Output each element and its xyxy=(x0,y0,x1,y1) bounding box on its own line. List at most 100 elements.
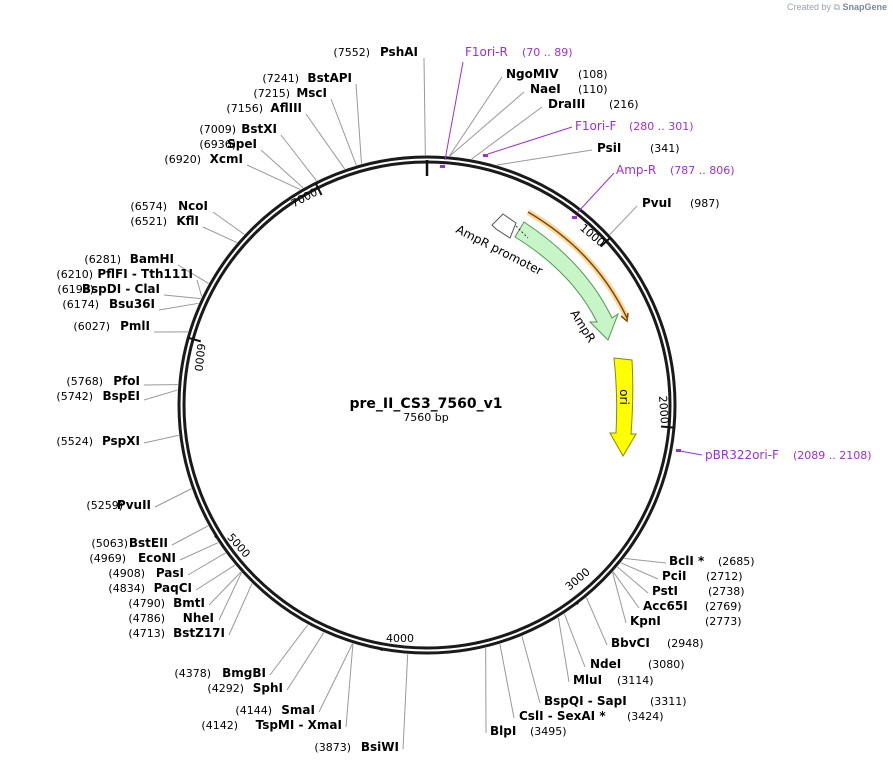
enzyme-pspxi[interactable]: PspXI xyxy=(102,434,140,448)
enzyme-leader-psii xyxy=(496,149,593,166)
enzyme-leader-pcii xyxy=(620,562,659,580)
enzyme-pos-spei: (6936) xyxy=(199,138,236,151)
enzyme-leader-draiii xyxy=(471,106,543,160)
enzyme-leader-tspmi-xmai xyxy=(345,643,354,728)
enzyme-bstapi[interactable]: BstAPI xyxy=(307,71,352,85)
enzyme-pshai[interactable]: PshAI xyxy=(380,45,418,59)
enzyme-leader-mlui xyxy=(557,617,570,683)
enzyme-pflfi-tth111i[interactable]: PflFI - Tth111I xyxy=(97,267,193,281)
enzyme-kfli[interactable]: KflI xyxy=(176,214,199,228)
enzyme-bmgbi[interactable]: BmgBI xyxy=(222,666,266,680)
enzyme-pos-bamhi: (6281) xyxy=(84,253,121,266)
snapgene-logo-icon: ⧉ xyxy=(833,2,840,12)
enzyme-nhei[interactable]: NheI xyxy=(183,611,214,625)
enzyme-bsu36i[interactable]: Bsu36I xyxy=(109,297,155,311)
primer-site-pbr322ori-f xyxy=(676,449,681,452)
credit: Created by ⧉ SnapGene xyxy=(787,2,887,13)
tick-6000 xyxy=(187,336,202,343)
enzyme-pos-bstxi: (7009) xyxy=(199,123,236,136)
enzyme-pos-paqci: (4834) xyxy=(108,582,145,595)
enzyme-sphi[interactable]: SphI xyxy=(253,681,283,695)
enzyme-pos-afliii: (7156) xyxy=(226,102,263,115)
enzyme-pos-pfoi: (5768) xyxy=(66,375,103,388)
enzyme-bamhi[interactable]: BamHI xyxy=(130,252,174,266)
enzyme-acc65i[interactable]: Acc65I xyxy=(643,599,688,613)
enzyme-pos-pshai: (7552) xyxy=(333,46,370,59)
enzyme-leader-bsiwi xyxy=(402,654,409,750)
enzyme-ngomiv[interactable]: NgoMIV xyxy=(506,67,559,81)
enzyme-pvui[interactable]: PvuI xyxy=(642,196,672,210)
primer-name-pbr322ori-f[interactable]: pBR322ori-F xyxy=(705,448,779,462)
primer-amp-r-arrow xyxy=(527,211,629,323)
enzyme-leader-bstapi xyxy=(355,83,362,164)
enzyme-leader-bspdi-clai xyxy=(163,294,201,300)
enzyme-leader-nhei xyxy=(218,572,242,621)
enzyme-pos-pasi: (4908) xyxy=(108,567,145,580)
enzyme-kpni[interactable]: KpnI xyxy=(630,614,661,628)
enzyme-pvuii[interactable]: PvuII xyxy=(117,498,151,512)
primer-name-f1ori-f[interactable]: F1ori-F xyxy=(575,119,616,133)
primer-range-f1ori-f: (280 .. 301) xyxy=(629,120,694,133)
primer-leader-pbr322ori-f xyxy=(679,450,703,456)
enzyme-tspmi-xmai[interactable]: TspMI - XmaI xyxy=(256,718,342,732)
enzyme-bsteii[interactable]: BstEII xyxy=(129,536,168,550)
enzyme-econi[interactable]: EcoNI xyxy=(138,551,176,565)
enzyme-draiii[interactable]: DraIII xyxy=(548,97,585,111)
enzyme-bstz17i[interactable]: BstZ17I xyxy=(173,626,225,640)
enzyme-leader-ngomiv xyxy=(448,76,503,157)
enzyme-bbvci[interactable]: BbvCI xyxy=(611,636,650,650)
enzyme-ndei[interactable]: NdeI xyxy=(590,657,621,671)
enzyme-msci[interactable]: MscI xyxy=(296,86,327,100)
enzyme-csli-sexai[interactable]: CslI - SexAI * xyxy=(519,709,606,723)
enzyme-smai[interactable]: SmaI xyxy=(281,703,315,717)
enzyme-blpi[interactable]: BlpI xyxy=(490,724,516,738)
primer-name-f1ori-r[interactable]: F1ori-R xyxy=(465,45,508,59)
tick-3000 xyxy=(575,602,579,605)
enzyme-leader-bbvci xyxy=(585,597,608,646)
enzyme-pos-ngomiv: (108) xyxy=(578,68,608,81)
enzyme-leader-bcli xyxy=(624,557,667,564)
ampr-start-marker xyxy=(515,225,529,239)
enzyme-bstxi[interactable]: BstXI xyxy=(241,122,277,136)
enzyme-xcmi[interactable]: XcmI xyxy=(210,152,243,166)
enzyme-paqci[interactable]: PaqCI xyxy=(154,581,192,595)
enzyme-spei[interactable]: SpeI xyxy=(227,137,257,151)
enzyme-leader-pshai xyxy=(423,57,426,156)
enzyme-leader-msci xyxy=(330,98,357,166)
primer-site-f1ori-r xyxy=(440,165,445,168)
enzyme-psti[interactable]: PstI xyxy=(652,584,678,598)
enzyme-bspdi-clai[interactable]: BspDI - ClaI xyxy=(82,282,160,296)
enzyme-pos-pspxi: (5524) xyxy=(56,435,93,448)
enzyme-pos-bbvci: (2948) xyxy=(667,637,704,650)
credit-prefix: Created by xyxy=(786,2,832,12)
enzyme-pmli[interactable]: PmlI xyxy=(120,319,150,333)
enzyme-naei[interactable]: NaeI xyxy=(530,82,561,96)
enzyme-psii[interactable]: PsiI xyxy=(597,141,621,155)
enzyme-leader-econi xyxy=(179,542,219,561)
enzyme-bcli[interactable]: BclI * xyxy=(669,554,705,568)
feature-label-ori: ori xyxy=(617,389,631,405)
enzyme-bsiwi[interactable]: BsiWI xyxy=(361,740,399,754)
primer-name-amp-r[interactable]: Amp-R xyxy=(616,163,656,177)
tick-label-3000: 3000 xyxy=(563,565,593,593)
enzyme-ncoi[interactable]: NcoI xyxy=(178,199,208,213)
enzyme-bspqi-sapi[interactable]: BspQI - SapI xyxy=(544,694,627,708)
enzyme-leader-sphi xyxy=(286,632,325,691)
enzyme-afliii[interactable]: AflIII xyxy=(270,101,302,115)
feature-ampr-arrow xyxy=(514,221,620,341)
enzyme-bspei[interactable]: BspEI xyxy=(102,389,140,403)
tick-2000 xyxy=(660,425,675,429)
enzyme-bmti[interactable]: BmtI xyxy=(173,596,205,610)
enzyme-leader-ncoi xyxy=(212,211,245,235)
enzyme-leader-ndei xyxy=(563,613,586,668)
tick-7000 xyxy=(314,182,323,196)
tick-label-4000: 4000 xyxy=(386,632,414,645)
enzyme-pos-bspdi-clai: (6199) xyxy=(57,283,94,296)
enzyme-pasi[interactable]: PasI xyxy=(156,566,184,580)
enzyme-mlui[interactable]: MluI xyxy=(573,673,602,687)
tick-1000 xyxy=(599,237,611,248)
enzyme-pfoi[interactable]: PfoI xyxy=(113,374,140,388)
enzyme-pos-psti: (2738) xyxy=(708,585,745,598)
enzyme-pcii[interactable]: PciI xyxy=(662,569,687,583)
